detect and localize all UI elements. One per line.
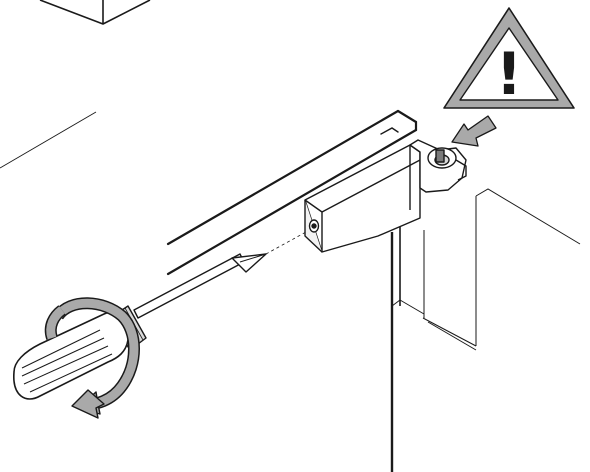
top-rail xyxy=(166,109,418,276)
rotate-arrow-icon xyxy=(44,297,140,419)
guide-line xyxy=(0,111,97,169)
arrow-left-icon xyxy=(451,115,497,147)
alignment-line xyxy=(265,231,307,255)
hinge-body xyxy=(304,144,421,253)
cabinet-corner xyxy=(39,0,151,25)
hinge-clip xyxy=(409,139,467,210)
vertical-frame xyxy=(390,226,425,472)
warning-triangle-icon: ! xyxy=(443,7,575,109)
warning-mark: ! xyxy=(496,40,522,108)
door-panel xyxy=(422,188,581,351)
